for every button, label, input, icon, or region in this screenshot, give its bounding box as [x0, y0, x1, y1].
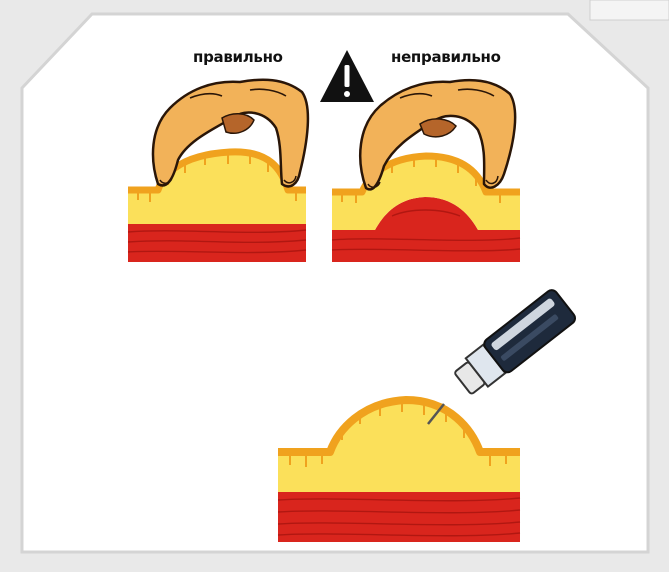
label-incorrect: неправильно	[391, 48, 501, 66]
label-correct: правильно	[193, 48, 283, 66]
corner-tab	[590, 0, 669, 20]
